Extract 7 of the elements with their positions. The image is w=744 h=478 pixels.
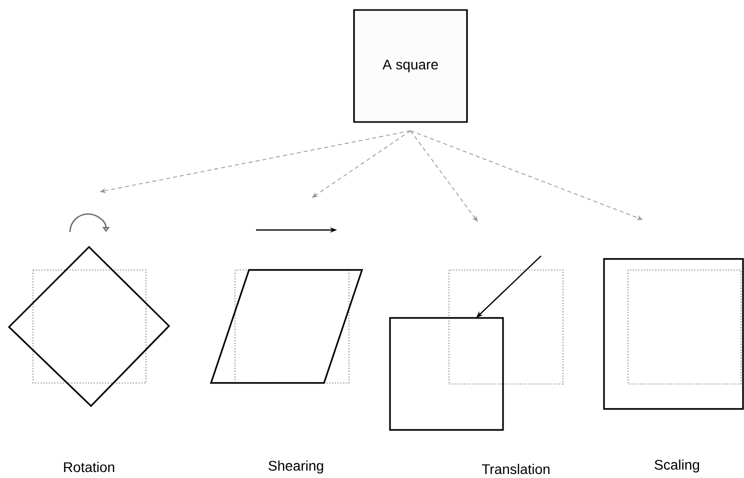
scaling-drawing bbox=[603, 258, 744, 410]
shape-caption: Shearing bbox=[268, 460, 324, 474]
square-box: A square bbox=[353, 9, 468, 123]
shape-caption: Scaling bbox=[654, 459, 700, 472]
shape-caption: Rotation bbox=[64, 462, 114, 472]
shape-caption: Translation bbox=[482, 464, 550, 474]
translation-drawing bbox=[389, 256, 564, 431]
